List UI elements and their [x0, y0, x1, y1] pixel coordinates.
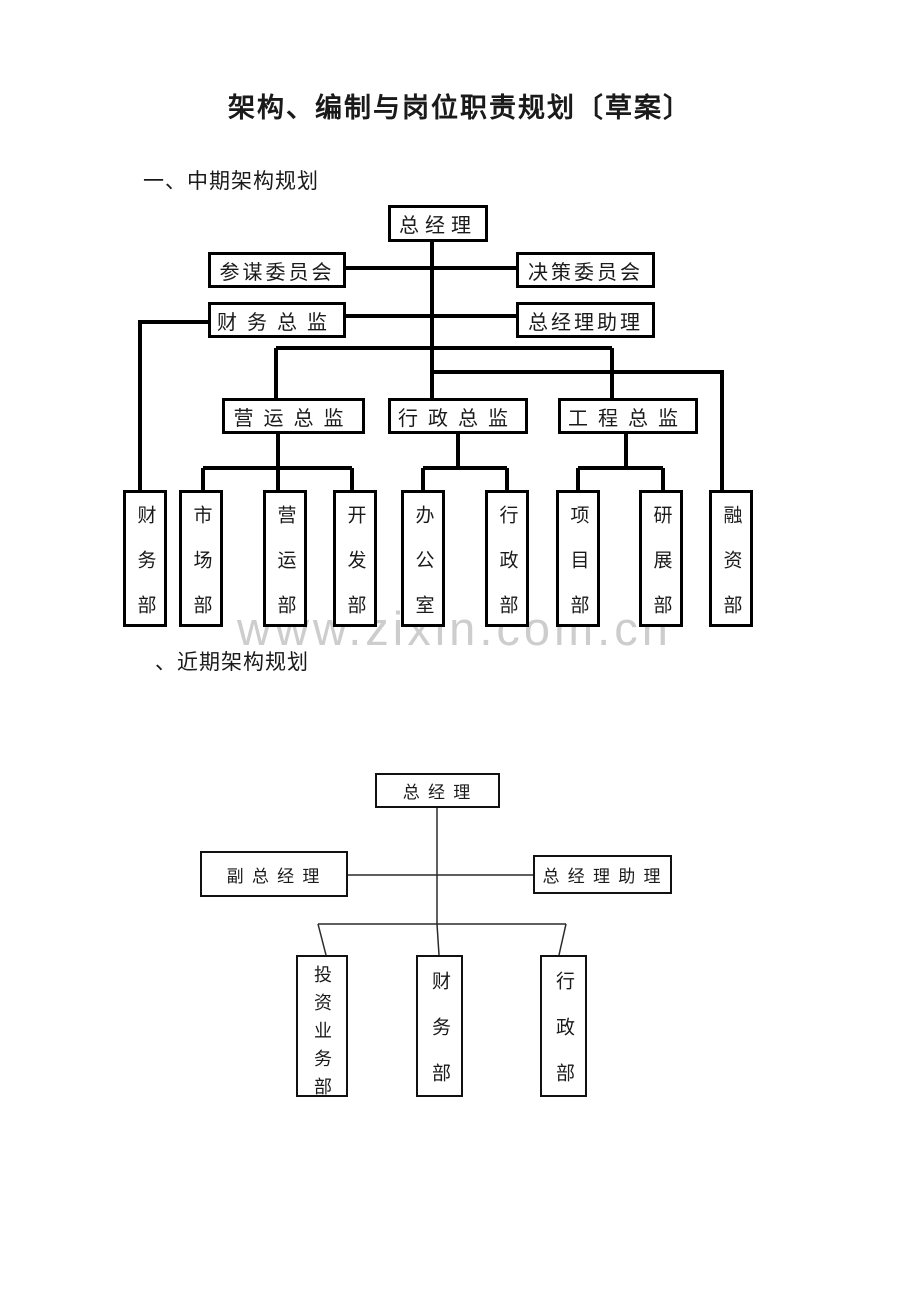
org2-box-general-manager: 总 经 理	[375, 773, 500, 808]
dept-label: 行政部	[496, 505, 518, 640]
org-box-finance-director: 财务总监	[208, 302, 346, 338]
dept-label: 财务部	[134, 505, 156, 640]
section-heading-mid-term: 一、中期架构规划	[143, 169, 319, 193]
near-term-chart-lines	[317, 808, 567, 956]
org-box-dept-office: 办公室	[401, 490, 445, 640]
dept-label: 融资部	[720, 505, 742, 640]
org-box-dept-finance: 财务部	[123, 490, 167, 640]
dept-label: 行政部	[553, 971, 574, 1109]
org2-box-gm-assistant: 总 经 理 助 理	[533, 855, 672, 894]
org-box-dept-admin: 行政部	[485, 490, 529, 640]
org-box-dept-research: 研展部	[639, 490, 683, 640]
mid-term-chart-lines	[138, 242, 724, 490]
dept-label: 营运部	[274, 505, 296, 640]
org2-box-dept-finance: 财务部	[416, 955, 463, 1109]
org-box-dept-operations: 营运部	[263, 490, 307, 640]
page-title: 架构、编制与岗位职责规划〔草案〕	[228, 93, 692, 123]
org-box-decision-committee: 决策委员会	[516, 252, 655, 288]
org-box-operations-director: 营运总监	[222, 398, 365, 434]
org-box-dept-financing: 融资部	[709, 490, 753, 640]
org2-box-dept-admin: 行政部	[540, 955, 587, 1109]
org-box-gm-assistant: 总经理助理	[516, 302, 655, 338]
org-box-engineering-director: 工程总监	[558, 398, 698, 434]
dept-label: 市场部	[190, 505, 212, 640]
org2-box-dept-investment: 投资业务部	[296, 955, 348, 1105]
dept-label: 研展部	[650, 505, 672, 640]
org-box-dept-market: 市场部	[179, 490, 223, 640]
org-box-dept-project: 项目部	[556, 490, 600, 640]
dept-label: 项目部	[567, 505, 589, 640]
org-box-general-manager: 总经理	[388, 205, 488, 242]
org-box-dept-development: 开发部	[333, 490, 377, 640]
dept-label: 投资业务部	[312, 965, 332, 1105]
dept-label: 财务部	[429, 971, 450, 1109]
dept-label: 开发部	[344, 505, 366, 640]
org-box-admin-director: 行政总监	[388, 398, 528, 434]
org2-box-deputy-gm: 副 总 经 理	[200, 851, 348, 897]
org-box-staff-committee: 参谋委员会	[208, 252, 346, 288]
dept-label: 办公室	[412, 505, 434, 640]
section-heading-near-term: 、近期架构规划	[155, 650, 309, 674]
